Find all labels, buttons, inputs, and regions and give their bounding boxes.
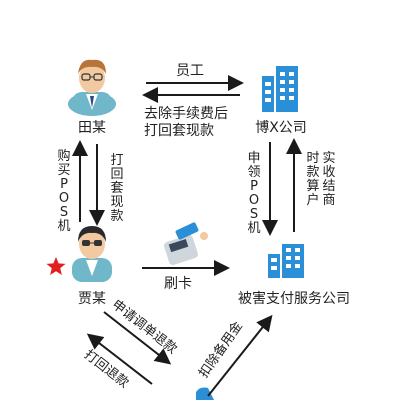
edge-label-settlement-col2: 实收结商 <box>322 151 336 208</box>
edge-label-refund-apply: 申请调单退款 <box>109 297 180 357</box>
arrow-refund-apply <box>103 311 172 365</box>
person-icon <box>72 226 112 282</box>
arrow-refund-back <box>86 333 153 385</box>
person-icon <box>68 59 116 116</box>
edge-label-remit-back-2: 打回套现款 <box>144 123 214 139</box>
node-label-victim: 被害支付服务公司 <box>238 291 350 307</box>
building-icon <box>268 244 304 278</box>
arrow-deduct <box>207 314 273 397</box>
node-label-jia: 贾某 <box>78 291 106 307</box>
building-icon <box>196 387 214 400</box>
edge-label-swipe: 刷卡 <box>164 276 192 292</box>
star-icon <box>46 257 66 275</box>
edge-label-return-cash: 打回套现款 <box>110 153 124 224</box>
node-label-boxing: 博X公司 <box>255 120 307 136</box>
node-label-tian: 田某 <box>78 120 106 136</box>
pos-terminal-icon <box>164 222 208 266</box>
edge-label-remit-back-1: 去除手续费后 <box>144 106 228 122</box>
edge-label-settlement-col1: 时款算户 <box>306 151 320 208</box>
building-icon <box>262 66 298 112</box>
edge-label-employee: 员工 <box>176 63 204 79</box>
edge-label-refund-back: 打回退款 <box>81 347 131 391</box>
edge-label-deduct: 扣除备用金 <box>196 318 246 380</box>
